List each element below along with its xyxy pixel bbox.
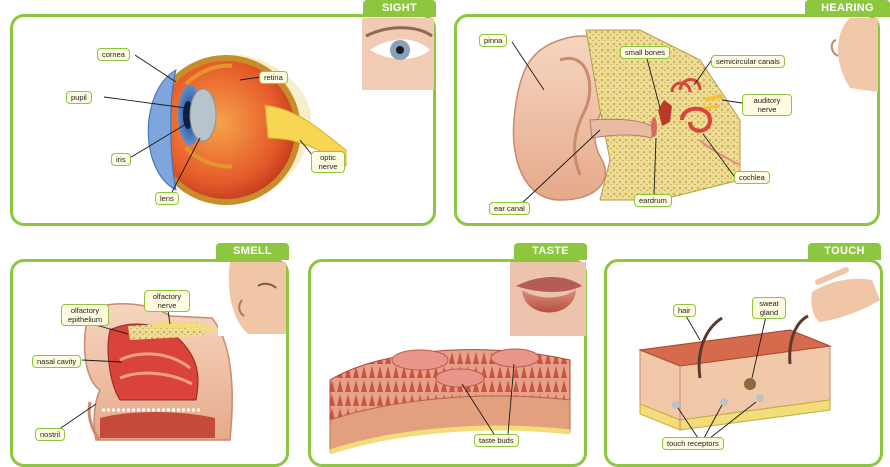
ear-cross-section: [512, 29, 741, 201]
olfactory-nerve-line-2: nerve: [157, 301, 177, 310]
optic-nerve-line-2: nerve: [318, 162, 338, 171]
smell-tab: SMELL: [216, 243, 289, 260]
skin-cross-section: [638, 314, 832, 431]
eye-cross-section: [147, 54, 347, 205]
auditory-nerve-line-2: nerve: [757, 105, 777, 114]
auditory-nerve-line-1: auditory: [753, 96, 781, 105]
label-ear-canal: ear canal: [489, 202, 530, 215]
label-retina: retina: [259, 71, 288, 84]
sight-photo-eye: [362, 18, 434, 90]
hearing-tab: HEARING: [805, 0, 890, 17]
label-auditory-nerve: auditory nerve: [742, 94, 792, 116]
optic-nerve-line-1: optic: [320, 153, 336, 162]
taste-photo-tongue: [510, 262, 586, 336]
nasal-cross-section: [83, 303, 233, 442]
label-pinna: pinna: [479, 34, 508, 47]
label-sweat-gland: sweat gland: [752, 297, 786, 319]
leader-lines: [54, 41, 767, 439]
label-nasal-cavity: nasal cavity: [32, 355, 82, 368]
label-small-bones: small bones: [620, 46, 671, 59]
hearing-photo-child: [824, 18, 878, 92]
touch-tab: TOUCH: [808, 243, 881, 260]
label-hair: hair: [673, 304, 696, 317]
label-cochlea: cochlea: [734, 171, 770, 184]
label-touch-receptors: touch receptors: [662, 437, 724, 450]
tongue-cross-section: [329, 348, 571, 455]
label-semicircular-canals: semicircular canals: [711, 55, 785, 68]
label-eardrum: eardrum: [634, 194, 672, 207]
label-pupil: pupil: [66, 91, 92, 104]
label-optic-nerve: optic nerve: [311, 151, 345, 173]
label-lens: lens: [155, 192, 179, 205]
sweat-gland-line-2: gland: [759, 308, 779, 317]
olfactory-epithelium-line-1: olfactory: [70, 306, 100, 315]
label-olfactory-epithelium: olfactory epithelium: [61, 304, 109, 326]
olfactory-nerve-line-1: olfactory: [152, 292, 182, 301]
olfactory-epithelium-line-2: epithelium: [67, 315, 103, 324]
touch-photo-hand: [811, 267, 880, 322]
label-iris: iris: [111, 153, 131, 166]
sweat-gland-line-1: sweat: [759, 299, 779, 308]
sight-tab: SIGHT: [363, 0, 436, 17]
label-taste-buds: taste buds: [474, 434, 519, 447]
smell-photo-face: [218, 262, 286, 336]
label-nostril: nostril: [35, 428, 66, 441]
label-olfactory-nerve: olfactory nerve: [144, 290, 190, 312]
taste-tab: TASTE: [514, 243, 587, 260]
label-cornea: cornea: [97, 48, 130, 61]
